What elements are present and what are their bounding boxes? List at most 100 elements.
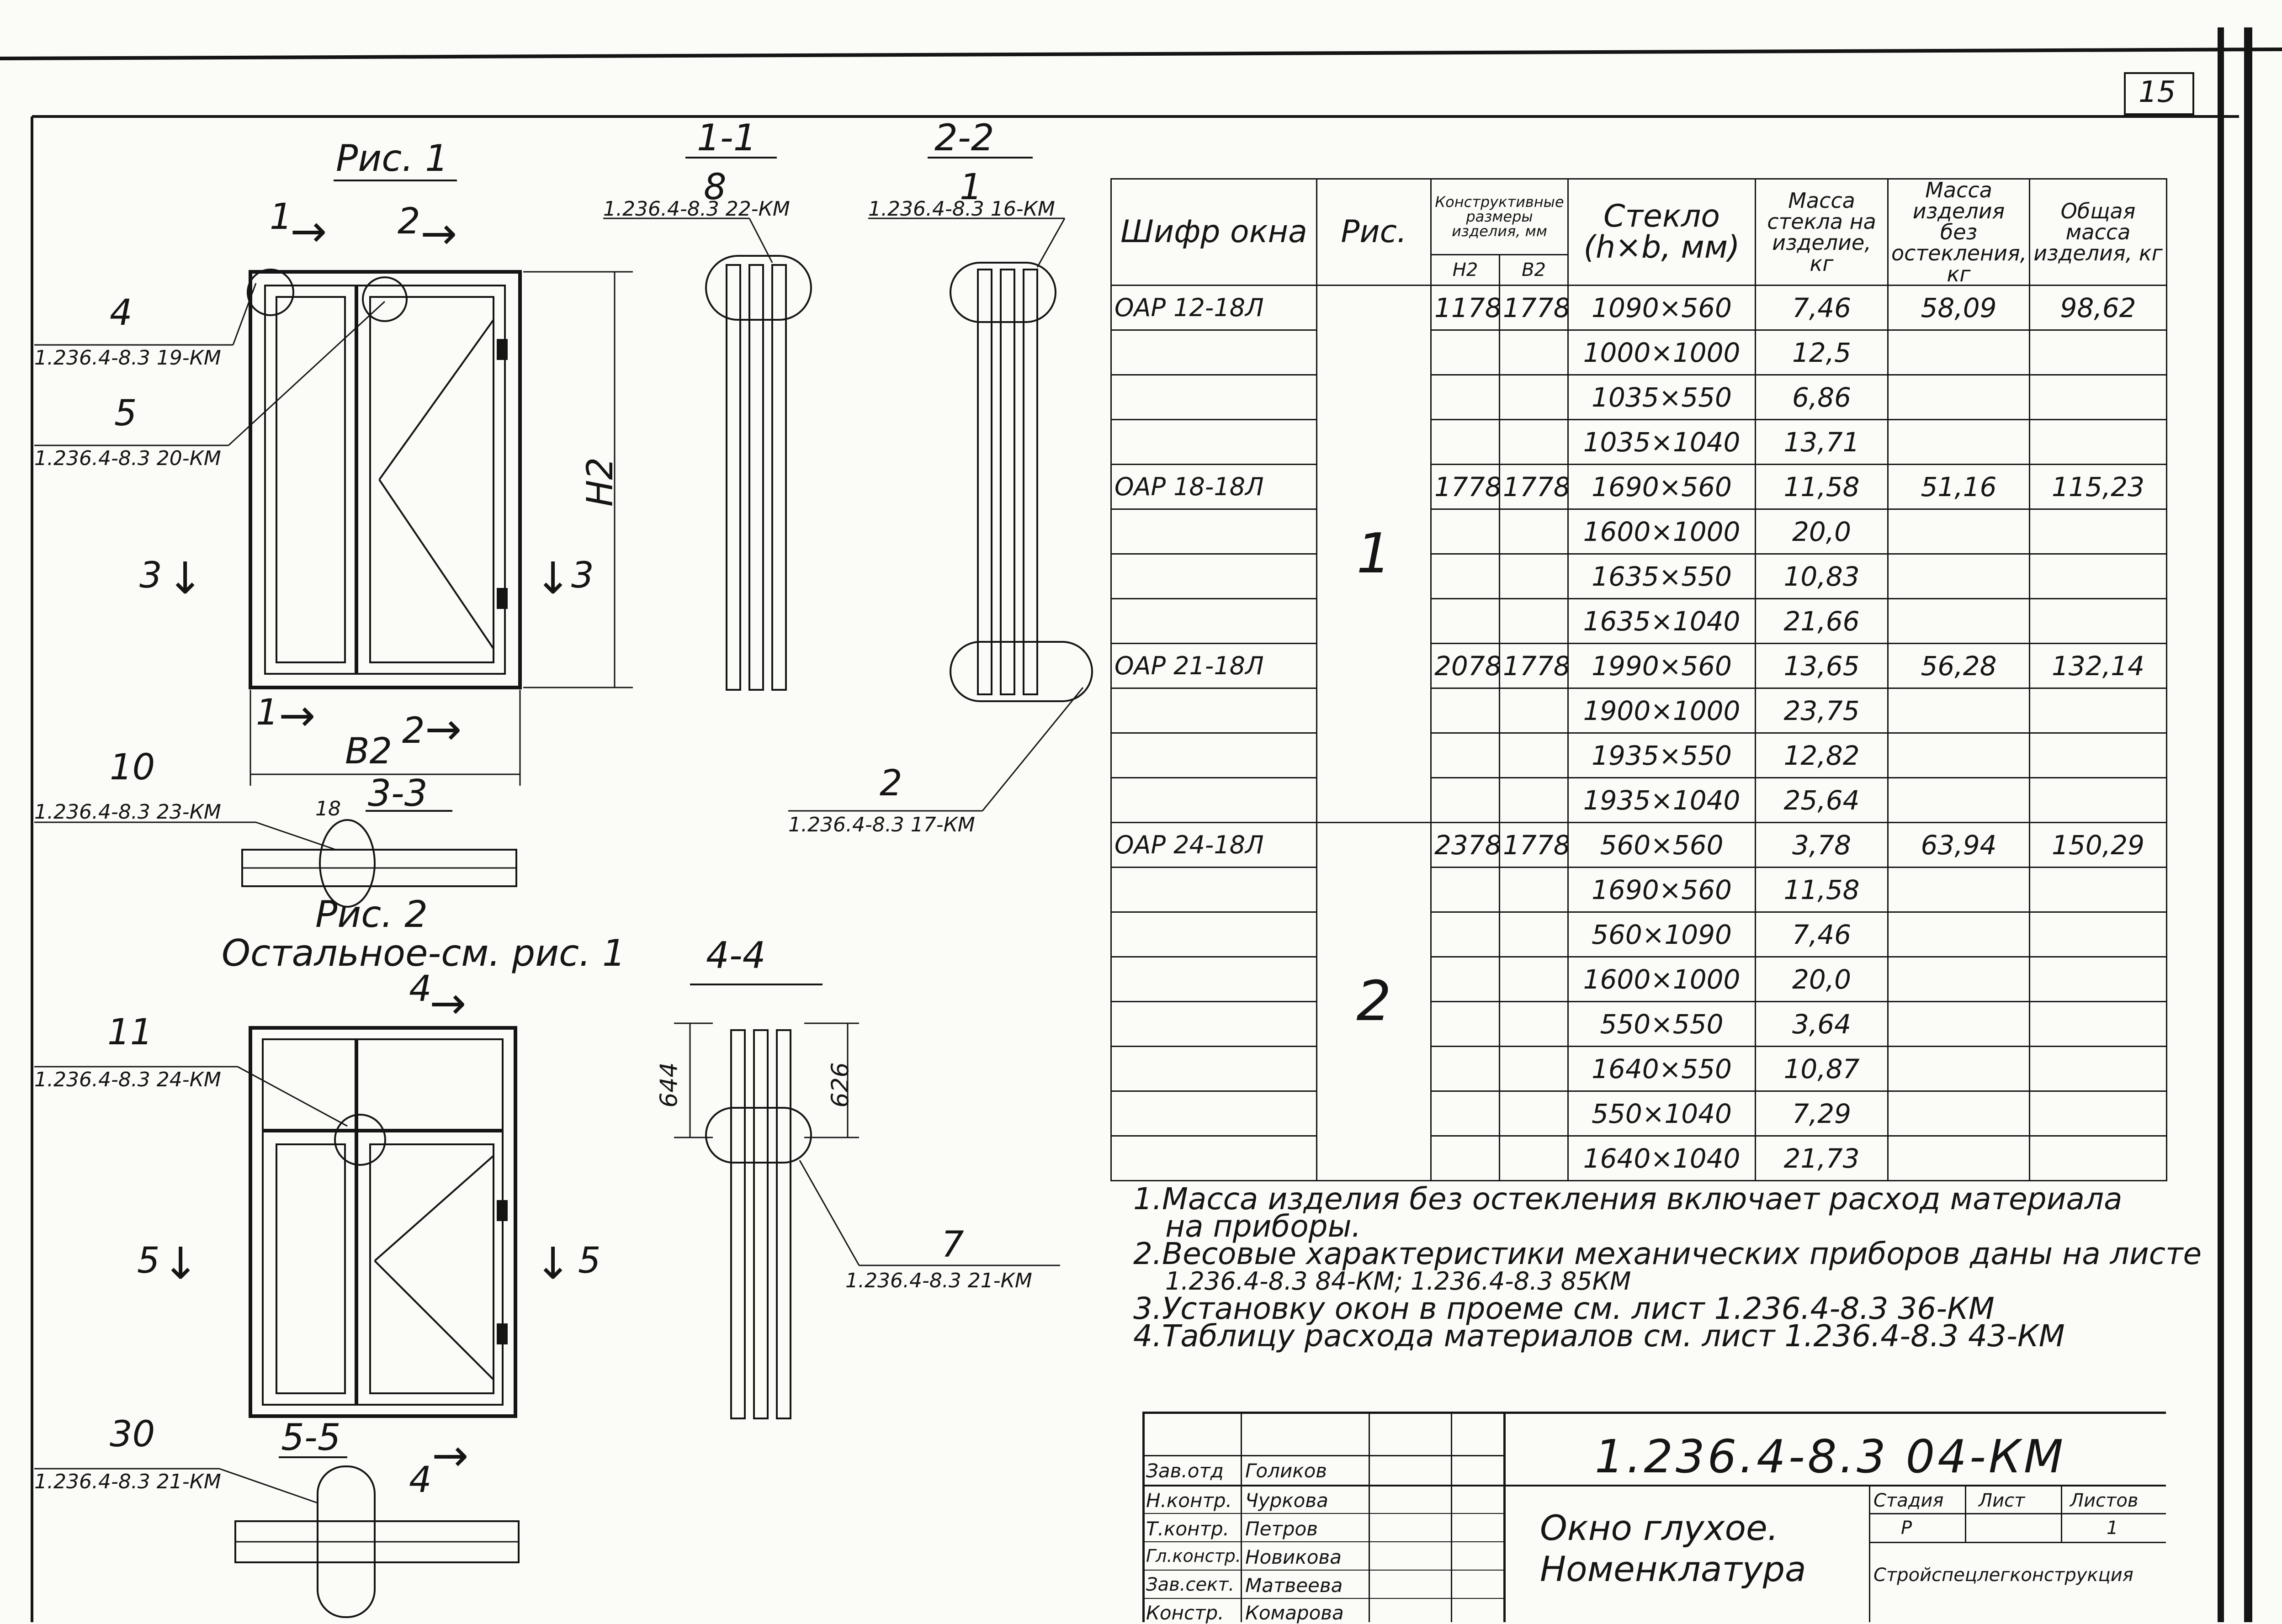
callout-11-ref: 1.236.4-8.3 24-КМ [34,1068,221,1091]
glass-size: 1990×560 [1567,643,1757,689]
item-mass: 63,94 [1887,822,2031,868]
dimension-b2: В2 [345,731,393,772]
cut-5-right-label: 5 [578,1240,601,1281]
table-row: 1035×550 6,86 [1110,374,2168,420]
notes-block: 1.Масса изделия без остекления включает … [1133,1184,2202,1351]
item-mass: 58,09 [1887,285,2031,331]
glass-mass: 12,82 [1755,732,1889,778]
organization-name: Стройспецлегконструкция [1873,1565,2133,1586]
section-2-2-top-number: 1 [960,167,982,208]
glass-mass: 11,58 [1755,464,1889,510]
cut-5-left-arrow-icon: ↓ [162,1238,199,1289]
window-code: ОАР 12-18Л [1110,285,1317,331]
title-block: 1.236.4-8.3 04-КМ Окно глухое. Номенклат… [1142,1412,2166,1624]
table-row: ОАР 18-18Л 1778 1778 1690×560 11,58 51,1… [1110,464,2168,510]
callout-30-number: 30 [110,1414,155,1455]
cut-2-top-label: 2 [398,201,420,242]
table-row: ОАР 12-18Л 1 1178 1778 1090×560 7,46 58,… [1110,285,2168,823]
signature-role: Зав.отд [1146,1460,1224,1482]
glass-size: 1935×550 [1567,732,1757,778]
window-code: ОАР 21-18Л [1110,643,1317,689]
section-1-1-callout-number: 8 [704,167,727,208]
glass-mass: 10,83 [1755,553,1889,599]
glass-mass: 11,58 [1755,867,1889,913]
glass-mass: 23,75 [1755,688,1889,734]
cut-3-right-label: 3 [571,555,594,596]
header-b2: В2 [1498,254,1569,286]
glass-size: 1635×550 [1567,553,1757,599]
header-glass: Стекло (h×b, мм) [1567,178,1757,286]
section-2-2-bottom-ref: 1.236.4-8.3 17-КМ [788,813,975,836]
total-mass: 132,14 [2029,643,2168,689]
glass-mass: 7,46 [1755,285,1889,331]
detail-18-label: 18 [315,797,341,820]
total-mass: 115,23 [2029,464,2168,510]
cut-1-bottom-label: 1 [256,692,279,733]
item-mass: 51,16 [1887,464,2031,510]
table-row: ОАР 24-18Л 2 2378 1778 560×560 3,78 63,9… [1110,822,2168,1181]
table-row: 1600×1000 20,0 [1110,508,2168,555]
b2-value: 1778 [1498,464,1569,510]
callout-4-ref: 1.236.4-8.3 19-КМ [34,346,221,370]
table-row: ОАР 21-18Л 2078 1778 1990×560 13,65 56,2… [1110,643,2168,689]
table-row: 1935×550 12,82 [1110,732,2168,778]
glass-mass: 7,46 [1755,911,1889,957]
glass-mass: 25,64 [1755,777,1889,823]
sheets-label: Листов [2070,1490,2139,1511]
cut-5-right-arrow-icon: ↓ [535,1238,572,1289]
sheet-number: 15 [2139,75,2176,109]
fig2-title: Рис. 2 [315,893,428,936]
h2-value: 2078 [1430,643,1500,689]
section-1-1-title: 1-1 [697,116,757,159]
note-3: 3.Установку окон в проеме см. лист 1.236… [1133,1291,1995,1326]
header-glass-mass: Масса стекла на изделие, кг [1755,178,1889,286]
glass-size: 1640×550 [1567,1046,1757,1092]
table-row: 550×1040 7,29 [1110,1090,2168,1137]
callout-5-ref: 1.236.4-8.3 20-КМ [34,447,221,470]
document-code: 1.236.4-8.3 04-КМ [1595,1430,2066,1483]
glass-size: 1600×1000 [1567,508,1757,555]
signature-role: Констр. [1146,1602,1224,1624]
table-row: 1600×1000 20,0 [1110,956,2168,1002]
glass-mass: 10,87 [1755,1046,1889,1092]
table-row: 1640×550 10,87 [1110,1046,2168,1092]
header-h2: Н2 [1430,254,1500,286]
table-row: 1935×1040 25,64 [1110,777,2168,823]
glass-mass: 13,65 [1755,643,1889,689]
document-title-line1: Окно глухое. [1540,1508,1778,1548]
signature-name: Матвеева [1245,1574,1343,1597]
fig1-title: Рис. 1 [336,137,448,180]
signature-name: Новикова [1245,1546,1342,1568]
glass-size: 1640×1040 [1567,1135,1757,1181]
signature-role: Гл.констр. [1146,1546,1241,1566]
glass-size: 1090×560 [1567,285,1757,331]
cut-4-bottom-label: 4 [409,1460,432,1501]
table-row: 1640×1040 21,73 [1110,1135,2168,1181]
signature-name: Петров [1245,1518,1318,1540]
glass-mass: 12,5 [1755,329,1889,376]
section-4-4-dim-right: 626 [827,1062,854,1108]
glass-size: 560×560 [1567,822,1757,868]
glass-mass: 21,73 [1755,1135,1889,1181]
glass-size: 1635×1040 [1567,598,1757,644]
callout-30-ref: 1.236.4-8.3 21-КМ [34,1470,221,1493]
cut-2-top-arrow-icon: → [420,208,457,259]
stage-label: Стадия [1873,1490,1944,1511]
glass-size: 1900×1000 [1567,688,1757,734]
header-item-mass: Масса изделия без остекления, кг [1887,178,2031,286]
fig2-subtitle: Остальное-см. рис. 1 [222,932,626,974]
glass-mass: 20,0 [1755,508,1889,555]
table-row: 1035×1040 13,71 [1110,419,2168,465]
table-row: 1690×560 11,58 [1110,867,2168,913]
glass-size: 1690×560 [1567,464,1757,510]
header-dims: Конструктивные размеры изделия, мм [1430,178,1569,255]
glass-size: 1000×1000 [1567,329,1757,376]
document-title-line2: Номенклатура [1540,1549,1806,1589]
cut-3-right-arrow-icon: ↓ [535,553,572,604]
signature-role: Т.контр. [1146,1518,1230,1540]
section-5-5-title: 5-5 [281,1416,341,1459]
h2-value: 1778 [1430,464,1500,510]
glass-size: 1690×560 [1567,867,1757,913]
signature-name: Комарова [1245,1602,1344,1624]
